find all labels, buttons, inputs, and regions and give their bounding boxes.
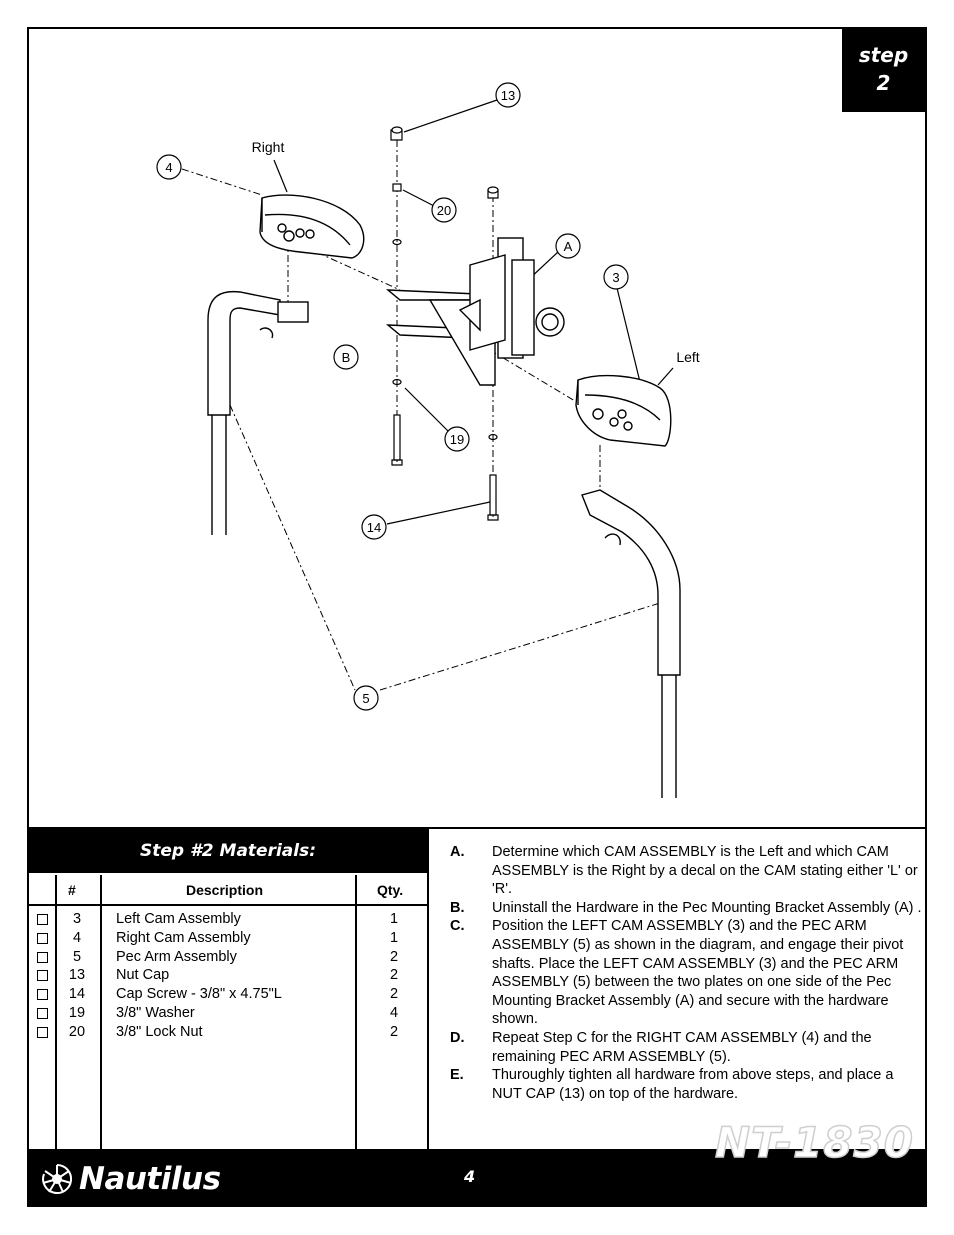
instruction-text: Position the LEFT CAM ASSEMBLY (3) and t…: [492, 918, 904, 1028]
brand-logo: Nautilus: [39, 1157, 221, 1201]
instruction-text: Thuroughly tighten all hardware from abo…: [492, 1067, 894, 1102]
row-qty: 4: [389, 1004, 399, 1021]
row-num: 4: [72, 929, 82, 946]
row-qty: 2: [389, 948, 399, 965]
callout-14: 14: [367, 520, 381, 535]
row-num: 14: [68, 986, 86, 1003]
instruction-text: Uninstall the Hardware in the Pec Mounti…: [492, 899, 922, 916]
row-num: 20: [68, 1023, 86, 1040]
table-row: 5 Pec Arm Assembly 2: [29, 949, 427, 968]
callout-b: B: [342, 350, 351, 365]
callout-5: 5: [362, 691, 369, 706]
instruction-item: C. Position the LEFT CAM ASSEMBLY (3) an…: [448, 917, 922, 1029]
pec-arm-assembly-right: [207, 290, 309, 535]
instruction-label: E.: [450, 1067, 464, 1084]
callout-13: 13: [501, 88, 515, 103]
column-rule-checkbox: [55, 875, 57, 1149]
step-word: step: [858, 43, 909, 67]
table-row: 19 3/8" Washer 4: [29, 1005, 427, 1024]
label-left: Left: [676, 349, 699, 365]
pec-arm-assembly-left: [581, 489, 681, 798]
materials-rows: 3 Left Cam Assembly 1 4 Right Cam Assemb…: [29, 911, 427, 1043]
label-right: Right: [252, 139, 285, 155]
column-header-qty: Qty.: [377, 882, 404, 898]
row-qty: 1: [389, 911, 399, 927]
table-header-rule: [29, 904, 427, 906]
row-qty: 1: [389, 929, 399, 946]
table-divider: [427, 829, 429, 1149]
row-description: Pec Arm Assembly: [116, 948, 237, 965]
instruction-item: B. Uninstall the Hardware in the Pec Mou…: [448, 899, 922, 918]
section-divider: [29, 827, 925, 829]
brand-name: Nautilus: [79, 1161, 221, 1197]
step-tab: step 2: [842, 29, 925, 112]
row-qty: 2: [389, 1023, 399, 1040]
table-row: 3 Left Cam Assembly 1: [29, 911, 427, 930]
table-row: 4 Right Cam Assembly 1: [29, 930, 427, 949]
instruction-text: Repeat Step C for the RIGHT CAM ASSEMBLY…: [492, 1029, 872, 1065]
row-num: 13: [68, 967, 86, 984]
row-description: Right Cam Assembly: [116, 929, 251, 946]
row-checkbox[interactable]: [37, 989, 48, 1001]
footer-bar: Nautilus 4: [29, 1149, 925, 1205]
row-description: 3/8" Lock Nut: [116, 1023, 203, 1040]
callout-a: A: [564, 239, 573, 254]
callout-3: 3: [612, 270, 619, 285]
column-header-description: Description: [186, 882, 264, 898]
right-cam-assembly: [259, 194, 365, 259]
row-checkbox[interactable]: [37, 1007, 48, 1019]
callout-4: 4: [165, 160, 172, 175]
row-description: Left Cam Assembly: [116, 911, 241, 927]
instruction-item: E. Thuroughly tighten all hardware from …: [448, 1066, 922, 1103]
instruction-label: D.: [450, 1029, 465, 1046]
table-row: 14 Cap Screw - 3/8" x 4.75"L 2: [29, 986, 427, 1005]
instruction-label: A.: [450, 844, 465, 860]
model-number: NT-1830: [714, 1117, 914, 1168]
page-frame: [27, 27, 927, 1207]
instructions: A. Determine which CAM ASSEMBLY is the L…: [448, 843, 922, 1103]
row-checkbox[interactable]: [37, 914, 48, 925]
assembly-diagram: 13 4 20 A 3 B 19 14 5 Right Left: [156, 82, 700, 798]
page-number: 4: [464, 1167, 476, 1186]
row-qty: 2: [389, 986, 399, 1003]
column-rule-num: [100, 875, 102, 1149]
instruction-label: C.: [450, 918, 465, 935]
hardware-stack-right: [487, 186, 499, 521]
row-checkbox[interactable]: [37, 1026, 48, 1038]
step-number: 2: [876, 71, 891, 95]
callout-19: 19: [450, 432, 464, 447]
table-row: 13 Nut Cap 2: [29, 967, 427, 986]
column-rule-qty: [355, 875, 357, 1149]
instruction-label: B.: [450, 899, 465, 916]
instruction-text: Determine which CAM ASSEMBLY is the Left…: [492, 844, 918, 898]
table-row: 20 3/8" Lock Nut 2: [29, 1024, 427, 1043]
hardware-stack-left: [390, 126, 403, 466]
row-num: 3: [72, 911, 82, 927]
instruction-item: D. Repeat Step C for the RIGHT CAM ASSEM…: [448, 1029, 922, 1066]
row-checkbox[interactable]: [37, 951, 48, 963]
row-description: Cap Screw - 3/8" x 4.75"L: [116, 986, 282, 1003]
row-checkbox[interactable]: [37, 932, 48, 944]
nautilus-shell-icon: [42, 1163, 73, 1194]
callout-20: 20: [437, 203, 451, 218]
row-qty: 2: [389, 967, 399, 984]
materials-title: Step #2 Materials:: [29, 829, 427, 873]
column-header-num: #: [68, 882, 76, 898]
left-cam-assembly: [575, 374, 672, 447]
row-checkbox[interactable]: [37, 970, 48, 982]
instruction-item: A. Determine which CAM ASSEMBLY is the L…: [448, 843, 922, 899]
row-num: 5: [72, 948, 82, 965]
row-description: Nut Cap: [116, 967, 170, 984]
row-num: 19: [68, 1004, 86, 1021]
pec-mounting-bracket: [385, 237, 565, 386]
row-description: 3/8" Washer: [116, 1004, 195, 1021]
